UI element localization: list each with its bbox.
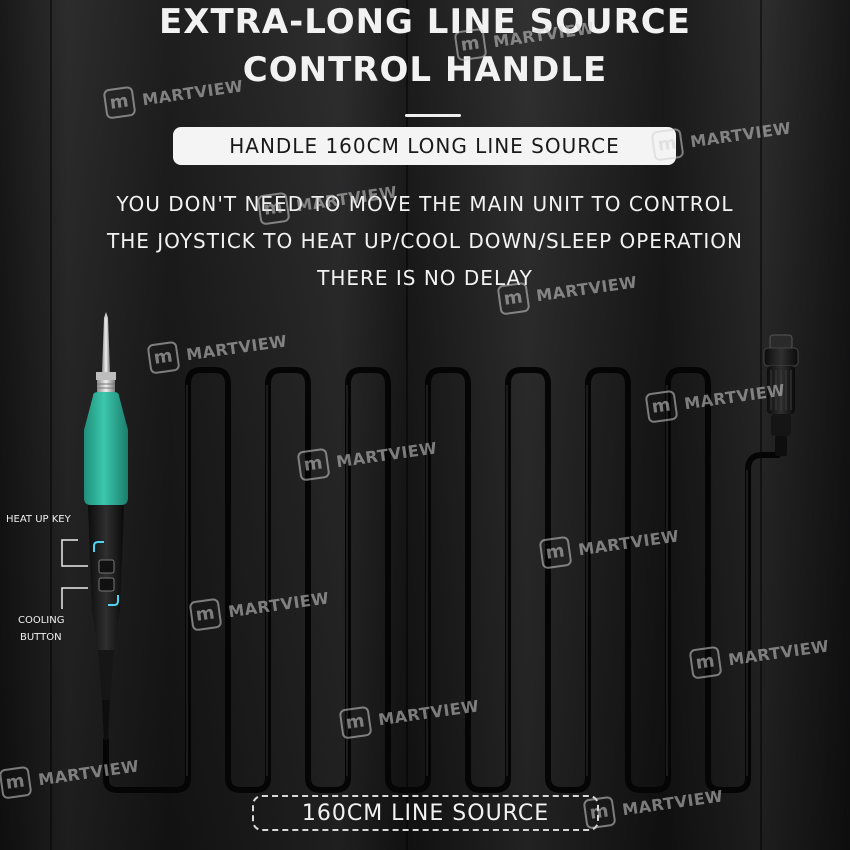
title-underline bbox=[405, 114, 461, 117]
panel-divider bbox=[50, 0, 52, 850]
watermark-logo-icon: m bbox=[256, 191, 291, 226]
coiled-cable bbox=[103, 367, 781, 793]
watermark-logo-icon: m bbox=[338, 705, 373, 740]
cooling-label-line-2: BUTTON bbox=[20, 632, 62, 643]
cooling-label-line-1: COOLING bbox=[18, 615, 65, 626]
watermark-logo-icon: m bbox=[188, 597, 223, 632]
watermark-logo-icon: m bbox=[0, 765, 33, 800]
line-length-badge: 160CM LINE SOURCE bbox=[252, 795, 599, 831]
watermark-logo-icon: m bbox=[582, 795, 617, 830]
watermark-logo-icon: m bbox=[146, 340, 181, 375]
panel-divider bbox=[760, 0, 762, 850]
panel-divider bbox=[406, 0, 408, 850]
heat-up-callout-line bbox=[61, 539, 88, 567]
headline-line-2: CONTROL HANDLE bbox=[242, 50, 608, 90]
soldering-handle bbox=[84, 312, 128, 740]
watermark-logo-icon: m bbox=[102, 85, 137, 120]
headline-line-1: EXTRA-LONG LINE SOURCE bbox=[159, 2, 691, 42]
aviation-connector bbox=[763, 334, 799, 456]
description-line-2: THE JOYSTICK TO HEAT UP/COOL DOWN/SLEEP … bbox=[107, 229, 743, 253]
description-line-1: YOU DON'T NEED TO MOVE THE MAIN UNIT TO … bbox=[116, 192, 734, 216]
watermark-logo-icon: m bbox=[296, 447, 331, 482]
watermark-logo-icon: m bbox=[650, 127, 685, 162]
watermark-logo-icon: m bbox=[688, 645, 723, 680]
watermark-logo-icon: m bbox=[538, 535, 573, 570]
watermark-logo-icon: m bbox=[496, 281, 531, 316]
watermark-logo-icon: m bbox=[453, 27, 488, 62]
description-line-3: THERE IS NO DELAY bbox=[317, 266, 533, 290]
watermark-logo-icon: m bbox=[644, 389, 679, 424]
subtitle-pill: HANDLE 160CM LONG LINE SOURCE bbox=[173, 127, 676, 165]
cooling-callout-line bbox=[61, 587, 88, 609]
heat-up-key-label: HEAT UP KEY bbox=[6, 514, 71, 525]
